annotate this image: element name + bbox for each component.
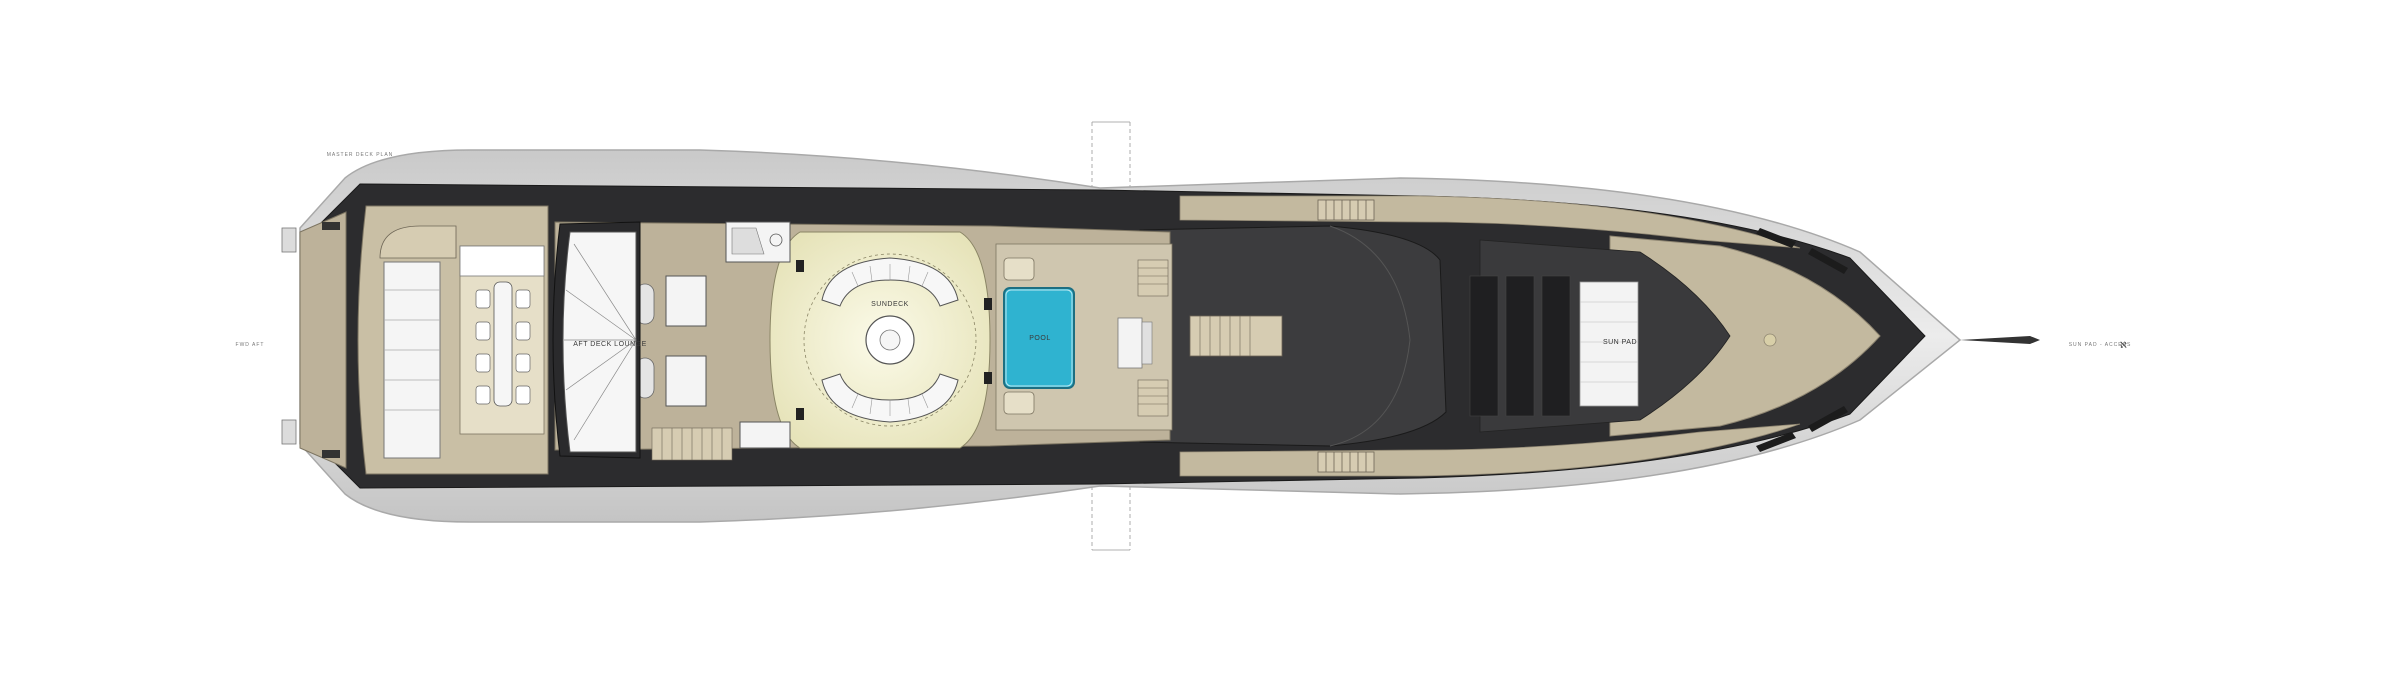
transom-step-top xyxy=(281,227,297,253)
aft-stairs xyxy=(651,427,733,461)
aft-sideboard xyxy=(459,245,545,277)
fore-slat-3 xyxy=(1541,275,1571,417)
fore-slat-2 xyxy=(1505,275,1535,417)
aft-dining-chairs xyxy=(475,289,531,405)
vent-4 xyxy=(1808,406,1848,432)
mid-stair-steps xyxy=(1199,316,1251,356)
pool xyxy=(1003,287,1075,389)
vent-2 xyxy=(1808,248,1848,274)
pool-stairs-top xyxy=(1137,259,1169,297)
bar-sink xyxy=(769,233,783,247)
aft-dining-table xyxy=(493,281,513,407)
label-sun-pad: SUN PAD xyxy=(1603,339,1637,346)
side-stairs-top xyxy=(1317,199,1375,221)
aft-curved-stair xyxy=(379,225,457,259)
cleat-1 xyxy=(322,222,340,230)
vent-1 xyxy=(1756,228,1796,248)
lounge-ring xyxy=(803,253,977,427)
aft-fan-seating xyxy=(562,231,637,453)
label-side-right: SUN PAD - ACCESS xyxy=(2069,342,2132,348)
pool-chair-top xyxy=(1003,257,1035,281)
transom-platform xyxy=(299,211,347,469)
transom-step-bottom xyxy=(281,419,297,445)
pool-chair-bottom xyxy=(1003,391,1035,415)
sofa-cushions xyxy=(851,264,929,416)
lounge-chair-2 xyxy=(665,355,707,407)
post-2 xyxy=(796,408,804,420)
pool-stairs-bottom xyxy=(1137,379,1169,417)
upper-sofa xyxy=(821,257,959,307)
label-pool: POOL xyxy=(1029,335,1050,342)
label-aft-deck-lounge: AFT DECK LOUNGE xyxy=(573,341,647,348)
lounge-chair-1 xyxy=(665,275,707,327)
mid-stair xyxy=(1189,315,1283,357)
label-side-left: FWD AFT xyxy=(236,342,265,348)
side-stairs-bottom xyxy=(1317,451,1375,473)
post-1 xyxy=(796,260,804,272)
post-3 xyxy=(984,298,992,310)
lower-sofa xyxy=(821,373,959,423)
post-4 xyxy=(984,372,992,384)
label-hull-top: MASTER DECK PLAN xyxy=(327,152,394,158)
vent-3 xyxy=(1756,432,1796,452)
bow-anchor xyxy=(1960,336,2040,344)
fan-lines xyxy=(564,243,637,441)
service-block xyxy=(739,421,791,449)
label-sundeck: SUNDECK xyxy=(871,301,909,308)
superstructure-roof xyxy=(1139,225,1447,447)
roof-curve xyxy=(1329,225,1411,447)
north-symbol: ℵ xyxy=(2120,340,2127,350)
sun-pad xyxy=(1579,281,1639,407)
cleat-2 xyxy=(322,450,340,458)
fore-slat-1 xyxy=(1469,275,1499,417)
aft-sunbed-lines xyxy=(384,289,440,411)
pool-lounger xyxy=(1117,317,1143,369)
aft-sunbed xyxy=(383,261,441,459)
bow-winch xyxy=(1763,333,1777,347)
